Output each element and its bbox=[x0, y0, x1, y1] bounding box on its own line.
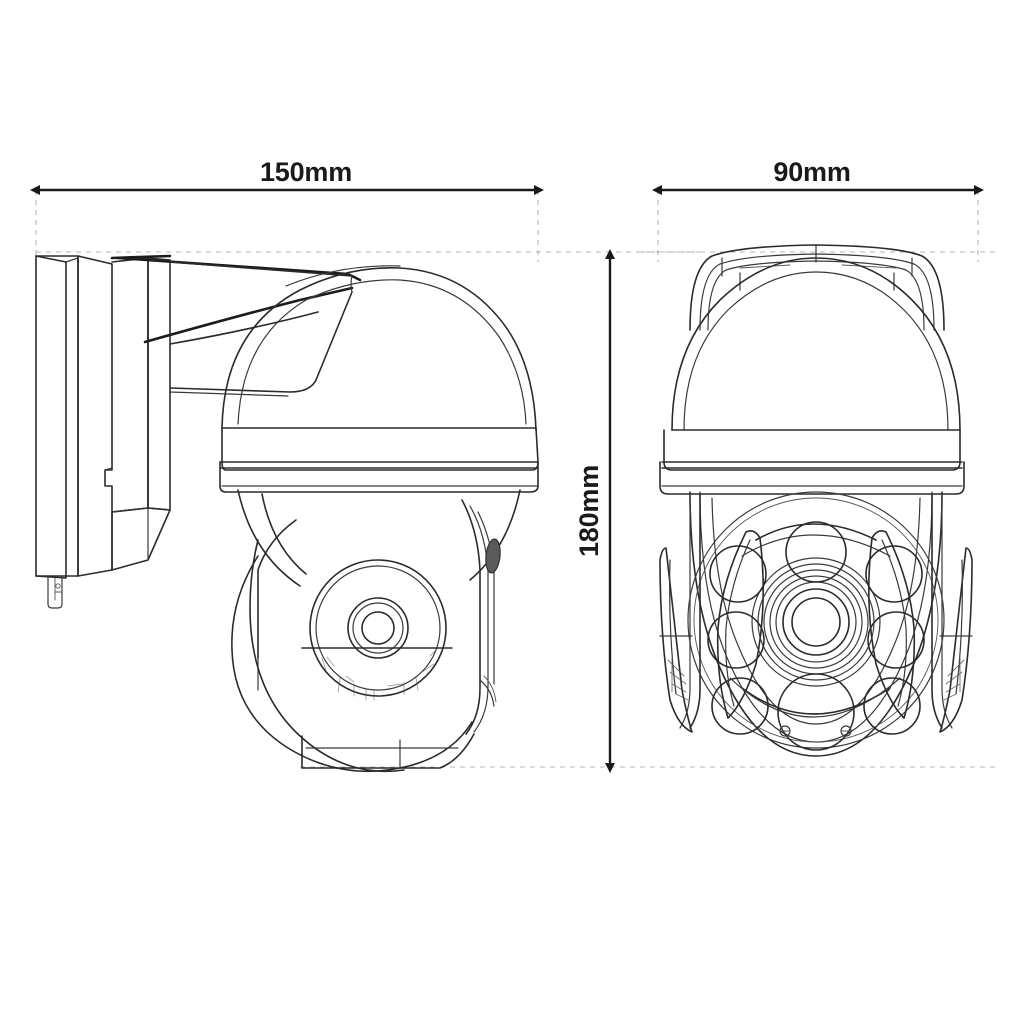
ir-led-array bbox=[707, 545, 925, 735]
ir-led-left-mid bbox=[707, 611, 765, 669]
dimension-90mm: 90mm bbox=[652, 157, 984, 195]
dimension-150mm: 150mm bbox=[30, 157, 544, 195]
ir-led-right-mid bbox=[867, 611, 925, 669]
housing-band-side bbox=[219, 427, 539, 493]
right-yoke-detail bbox=[943, 657, 965, 701]
ir-led-marks-side bbox=[321, 647, 439, 701]
extension-lines bbox=[35, 190, 1000, 775]
left-yoke-arm bbox=[659, 493, 701, 733]
ir-led-left-bottom bbox=[711, 677, 769, 735]
face-bezel bbox=[687, 491, 945, 749]
sunshield-visor bbox=[689, 244, 945, 331]
cable-stub bbox=[47, 575, 63, 609]
ir-led-right-top bbox=[865, 545, 923, 603]
housing-band-front bbox=[659, 429, 965, 495]
left-yoke-detail bbox=[667, 657, 689, 701]
side-view-group bbox=[35, 254, 539, 773]
ir-led-left-top bbox=[709, 545, 767, 603]
dimension-180mm: 180mm bbox=[574, 249, 615, 773]
ir-led-right-bottom bbox=[863, 677, 921, 735]
front-view-group bbox=[659, 244, 973, 757]
pan-base-side bbox=[231, 489, 521, 773]
dimension-label-150mm: 150mm bbox=[260, 157, 352, 187]
lens-module-side bbox=[301, 559, 453, 697]
dimension-label-180mm: 180mm bbox=[574, 465, 604, 557]
mounting-arm bbox=[116, 256, 362, 397]
right-yoke-arm bbox=[931, 493, 973, 733]
face-arcs bbox=[729, 523, 901, 718]
wall-mount-plate bbox=[35, 255, 113, 579]
dome-housing-front bbox=[671, 257, 961, 431]
microphone-port bbox=[777, 673, 855, 751]
dimension-label-90mm: 90mm bbox=[773, 157, 850, 187]
dome-housing-side bbox=[221, 265, 537, 431]
status-indicator bbox=[785, 521, 847, 583]
